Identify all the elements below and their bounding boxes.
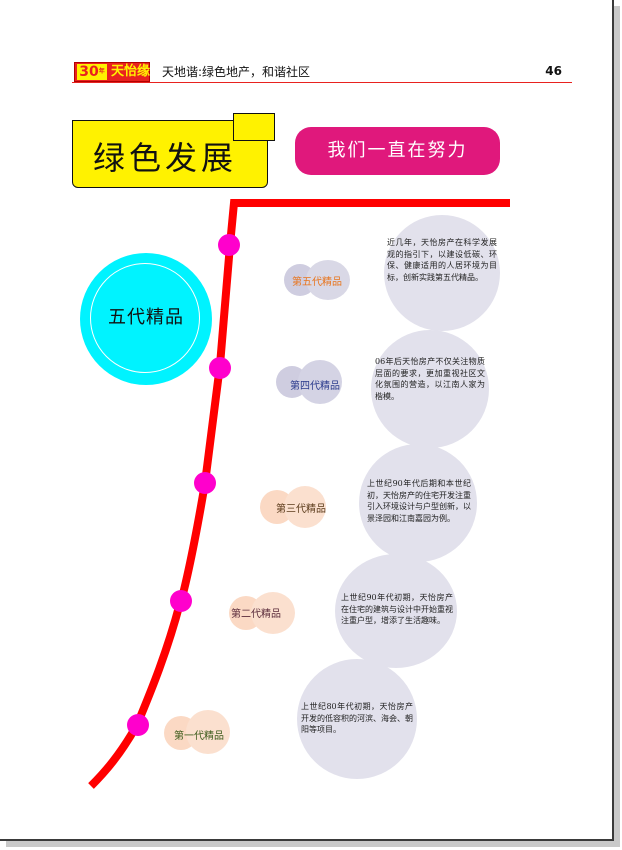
header-divider bbox=[72, 82, 572, 83]
five-generations-inner-ring bbox=[90, 263, 200, 373]
timeline-node-1 bbox=[127, 714, 149, 736]
header-title: 天地谐:绿色地产，和谐社区 bbox=[162, 65, 311, 79]
generation-5-label: 第五代精品 bbox=[292, 277, 342, 288]
generation-3-marker: 第三代精品 bbox=[260, 486, 330, 528]
generation-2-bubble-right bbox=[251, 592, 295, 634]
generation-5-marker: 第五代精品 bbox=[284, 260, 354, 300]
generation-4-marker: 第四代精品 bbox=[276, 360, 348, 404]
generation-1-bubble-right bbox=[186, 710, 230, 754]
logo-text: 天怡缘 bbox=[111, 64, 151, 79]
generation-3-description-circle: 上世纪90年代后期和本世纪初，天怡房产的住宅开发注重引入环境设计与户型创新，以景… bbox=[359, 444, 477, 562]
logo-number-text: 30 bbox=[79, 64, 99, 80]
timeline-node-2 bbox=[170, 590, 192, 612]
generation-4-description-circle: 06年后天怡房产不仅关注物质层面的要求，更加重视社区文化氛围的营造，以江南人家为… bbox=[371, 330, 489, 448]
generation-1-description: 上世纪80年代初期，天怡房产开发的低容积的河滨、海会、朝阳等项目。 bbox=[301, 702, 413, 734]
generation-3-bubble-right bbox=[284, 486, 326, 528]
five-generations-label: 五代精品 bbox=[108, 307, 184, 328]
timeline-node-4 bbox=[209, 357, 231, 379]
generation-1-marker: 第一代精品 bbox=[164, 710, 234, 754]
page-number: 46 bbox=[545, 64, 562, 78]
generation-3-label: 第三代精品 bbox=[276, 504, 326, 515]
timeline-node-5 bbox=[218, 234, 240, 256]
generation-1-description-circle: 上世纪80年代初期，天怡房产开发的低容积的河滨、海会、朝阳等项目。 bbox=[297, 659, 417, 779]
five-generations-circle: 五代精品 bbox=[80, 253, 212, 385]
slogan-pill: 我们一直在努力 bbox=[295, 127, 500, 175]
generation-4-bubble-right bbox=[298, 360, 342, 404]
banner-title: 绿色发展 bbox=[93, 139, 238, 177]
page-frame bbox=[0, 0, 614, 841]
timeline-node-3 bbox=[194, 472, 216, 494]
generation-2-marker: 第二代精品 bbox=[229, 592, 299, 634]
generation-4-description: 06年后天怡房产不仅关注物质层面的要求，更加重视社区文化氛围的营造，以江南人家为… bbox=[375, 357, 485, 401]
timeline-line bbox=[88, 199, 510, 789]
page-shadow-right bbox=[614, 6, 620, 846]
generation-2-label: 第二代精品 bbox=[231, 609, 281, 620]
logo-number-suffix: 年 bbox=[98, 68, 105, 75]
generation-5-description: 近几年，天怡房产在科学发展观的指引下，以建设低碳、环保、健康适用的人居环境为目标… bbox=[387, 238, 497, 282]
page-header: 30年 天怡缘 天地谐:绿色地产，和谐社区 46 bbox=[72, 60, 572, 84]
logo: 30年 天怡缘 bbox=[74, 62, 150, 82]
generation-5-description-circle: 近几年，天怡房产在科学发展观的指引下，以建设低碳、环保、健康适用的人居环境为目标… bbox=[384, 215, 500, 331]
generation-5-bubble-right bbox=[306, 260, 350, 300]
logo-number: 30年 bbox=[77, 64, 107, 80]
generation-2-description: 上世纪90年代初期，天怡房产在住宅的建筑与设计中开始重视注重户型，增添了生活趣味… bbox=[341, 593, 453, 625]
page-shadow-bottom bbox=[6, 841, 620, 847]
generation-4-label: 第四代精品 bbox=[290, 381, 340, 392]
banner-tab-decoration bbox=[233, 113, 275, 141]
generation-3-description: 上世纪90年代后期和本世纪初，天怡房产的住宅开发注重引入环境设计与户型创新，以景… bbox=[367, 479, 471, 523]
generation-1-label: 第一代精品 bbox=[174, 731, 224, 742]
generation-2-description-circle: 上世纪90年代初期，天怡房产在住宅的建筑与设计中开始重视注重户型，增添了生活趣味… bbox=[335, 554, 457, 668]
